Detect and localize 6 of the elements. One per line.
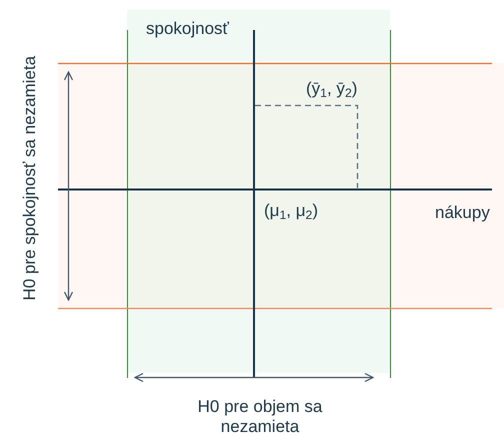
range-label: H0 pre spokojnosť sa nezamieta [20, 54, 40, 302]
axis-label: nákupy [435, 203, 490, 224]
point-label: (μ$_{1}$, μ$_{2}$) [264, 201, 318, 222]
axis-label: spokojnosť [146, 19, 229, 40]
range-label: H0 pre objem sa nezamieta [196, 397, 324, 438]
point-label: (ȳ$_{1}$, ȳ$_{2}$) [306, 79, 358, 100]
